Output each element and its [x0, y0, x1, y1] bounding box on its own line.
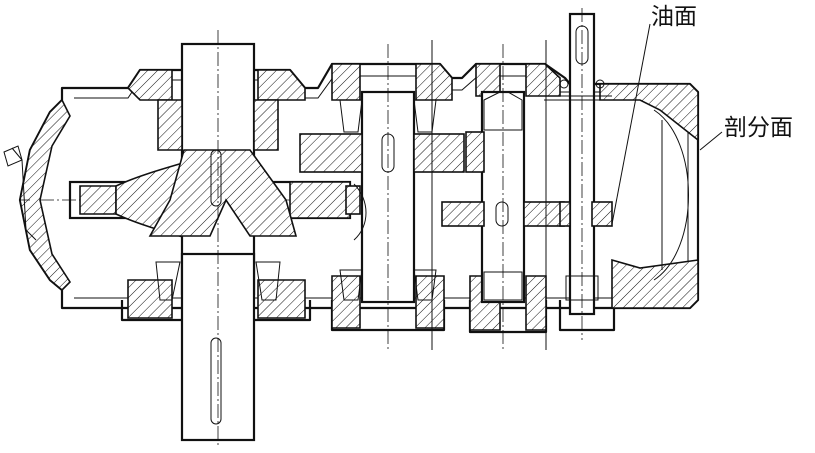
intermediate-shaft-2 — [441, 44, 565, 352]
oil-level-label: 油面 — [651, 4, 697, 30]
section-lines — [20, 40, 547, 350]
vertical-pump-shaft — [544, 8, 613, 340]
output-shaft — [148, 30, 298, 446]
leader-lines — [611, 23, 723, 225]
parting-surface-label: 剖分面 — [724, 115, 793, 141]
